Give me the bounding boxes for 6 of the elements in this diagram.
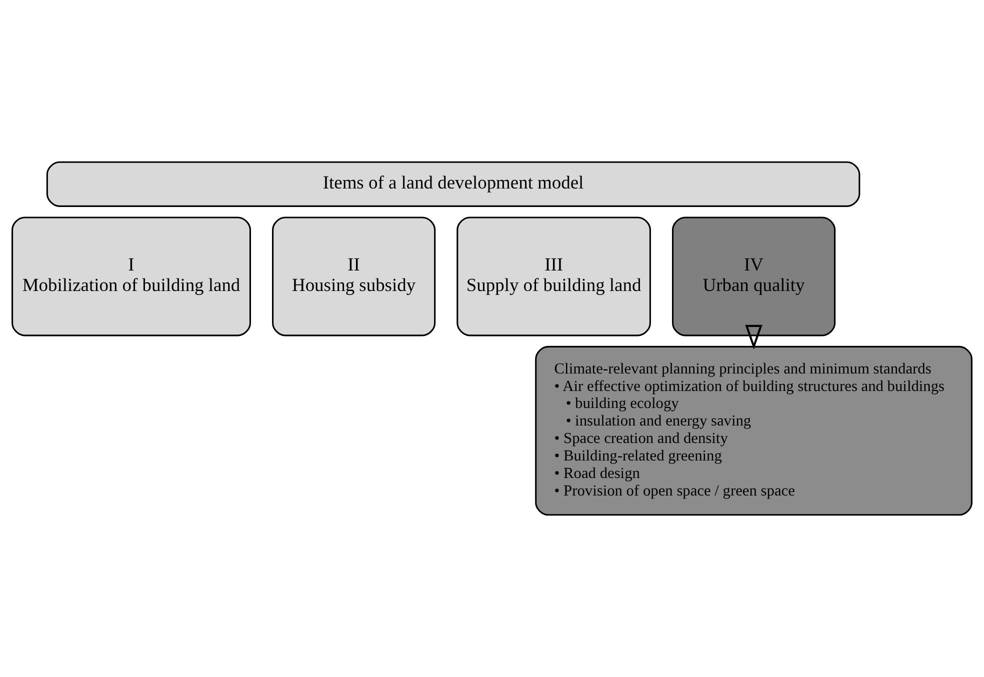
node-box: I Mobilization of building land — [12, 216, 251, 336]
node-box: III Supply of building land — [456, 216, 651, 336]
node-box: II Housing subsidy — [272, 216, 436, 336]
node-box: Items of a land development model — [46, 161, 860, 207]
node-box: Climate-relevant planning principles and minimum standards • Air effective optimization of building structures and buildings • building ecology • insulation and energy saving • Space creation and density • Building-related greening • Road design • Provision of open space / green space — [535, 346, 972, 516]
arrow — [745, 324, 762, 350]
